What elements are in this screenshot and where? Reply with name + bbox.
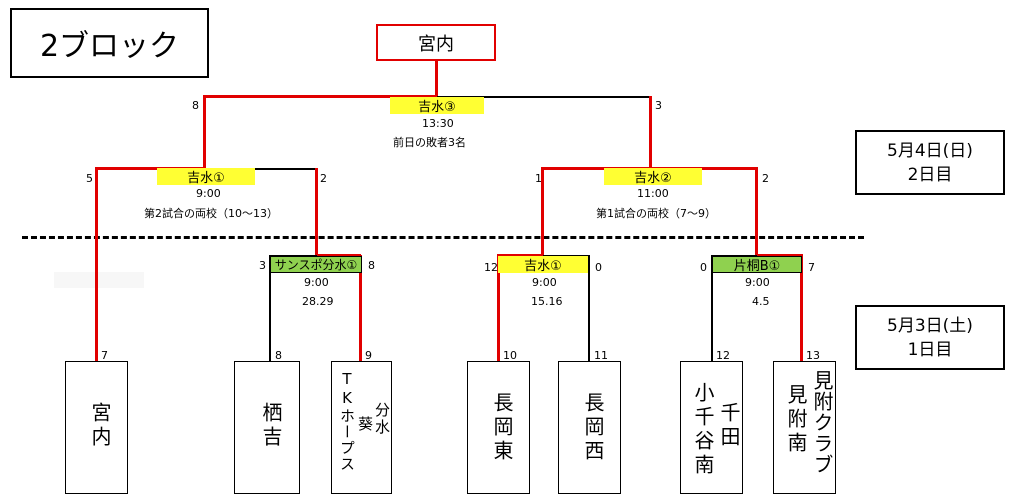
bracket-line — [755, 167, 758, 255]
r1b-note: 15.16 — [531, 295, 563, 308]
r1c-venue: 片桐B① — [712, 256, 802, 274]
r1c-left-score: 0 — [700, 261, 707, 274]
r1b-time: 9:00 — [532, 276, 557, 289]
team-box-tkhopes: 分水 葵 TKホープス — [331, 361, 392, 494]
r1a-venue: サンスポ分水① — [270, 256, 362, 273]
r1b-venue: 吉水① — [498, 256, 588, 274]
r1a-time: 9:00 — [304, 276, 329, 289]
team-name-col2: 葵 — [356, 416, 374, 433]
team-name-col2: 小千谷南 — [691, 382, 715, 478]
day1-label: 1日目 — [907, 339, 953, 360]
bracket-line — [649, 96, 652, 169]
bracket-line — [711, 255, 713, 362]
seed-10: 10 — [503, 349, 517, 362]
semi-right-right-score: 2 — [762, 172, 769, 185]
r1a-right-score: 8 — [368, 259, 375, 272]
team-box-nagaoka-nishi: 長岡西 — [558, 361, 621, 494]
seed-7: 7 — [101, 349, 108, 362]
bracket-line — [755, 254, 803, 257]
seed-8: 8 — [275, 349, 282, 362]
r1c-time: 9:00 — [745, 276, 770, 289]
semi-left-right-score: 2 — [320, 172, 327, 185]
team-box-ojiya-minami: 千田 小千谷南 — [680, 361, 743, 494]
final-right-score: 3 — [655, 99, 662, 112]
semi-right-time: 11:00 — [637, 187, 669, 200]
team-name-col1: 千田 — [717, 402, 741, 450]
team-name-col1: 見附クラブ — [810, 370, 834, 475]
bracket-line — [316, 254, 361, 257]
semi-left-time: 9:00 — [196, 187, 221, 200]
team-box-nagaoka-higashi: 長岡東 — [467, 361, 530, 494]
block-title-box: 2ブロック — [10, 8, 209, 78]
bracket-line — [359, 255, 362, 362]
team-name-col3: TKホープス — [338, 370, 356, 472]
block-title: 2ブロック — [39, 29, 180, 64]
bracket-line — [437, 96, 652, 98]
r1a-note: 28.29 — [302, 295, 334, 308]
bracket-line — [588, 255, 590, 362]
day1-date: 5月3日(土) — [887, 315, 973, 336]
final-left-score: 8 — [192, 99, 199, 112]
r1c-note: 4.5 — [752, 295, 770, 308]
bracket-line — [203, 95, 437, 98]
r1a-left-score: 3 — [259, 259, 266, 272]
day2-box: 5月4日(日) 2日目 — [855, 130, 1005, 195]
bracket-line — [315, 168, 318, 255]
team-name: 栖吉 — [259, 402, 283, 450]
team-name-col1: 分水 — [373, 402, 391, 436]
bracket-line — [269, 255, 271, 362]
bracket-line — [95, 167, 206, 170]
bracket-line — [205, 168, 318, 170]
seed-11: 11 — [594, 349, 608, 362]
semi-right-left-score: 1 — [535, 172, 542, 185]
seed-13: 13 — [806, 349, 820, 362]
semi-left-left-score: 5 — [86, 172, 93, 185]
bracket-line — [95, 167, 98, 362]
team-box-sukiyoshi: 栖吉 — [234, 361, 300, 494]
day2-date: 5月4日(日) — [887, 140, 973, 161]
bracket-line — [541, 167, 544, 255]
day1-box: 5月3日(土) 1日目 — [855, 305, 1005, 370]
bracket-line — [203, 95, 206, 169]
r1b-right-score: 0 — [595, 261, 602, 274]
semi-left-note: 第2試合の両校（10～13） — [144, 207, 278, 220]
team-name: 長岡東 — [490, 392, 514, 464]
final-venue: 吉水③ — [390, 97, 484, 115]
team-name: 宮内 — [88, 402, 112, 450]
seed-9: 9 — [365, 349, 372, 362]
champion-box: 宮内 — [376, 24, 496, 61]
semi-right-note: 第1試合の両校（7～9） — [596, 207, 716, 220]
team-box-mitsuke: 見附クラブ 見附南 — [773, 361, 836, 494]
semi-right-venue: 吉水② — [604, 168, 702, 186]
seed-12: 12 — [716, 349, 730, 362]
day2-label: 2日目 — [907, 164, 953, 185]
semi-left-venue: 吉水① — [157, 168, 255, 186]
r1c-right-score: 7 — [808, 261, 815, 274]
bracket-line — [800, 255, 803, 362]
faint-text-area — [54, 272, 144, 288]
bracket-line — [497, 254, 544, 257]
day-separator — [22, 236, 864, 239]
team-name-col2: 見附南 — [784, 384, 808, 456]
bracket-line — [435, 61, 438, 96]
champion-name: 宮内 — [418, 33, 454, 55]
bracket-line — [497, 255, 500, 362]
final-time: 13:30 — [422, 117, 454, 130]
r1b-left-score: 12 — [484, 261, 498, 274]
team-box-miyauchi: 宮内 — [65, 361, 128, 494]
team-name: 長岡西 — [581, 392, 605, 464]
final-note: 前日の敗者3名 — [393, 136, 466, 149]
